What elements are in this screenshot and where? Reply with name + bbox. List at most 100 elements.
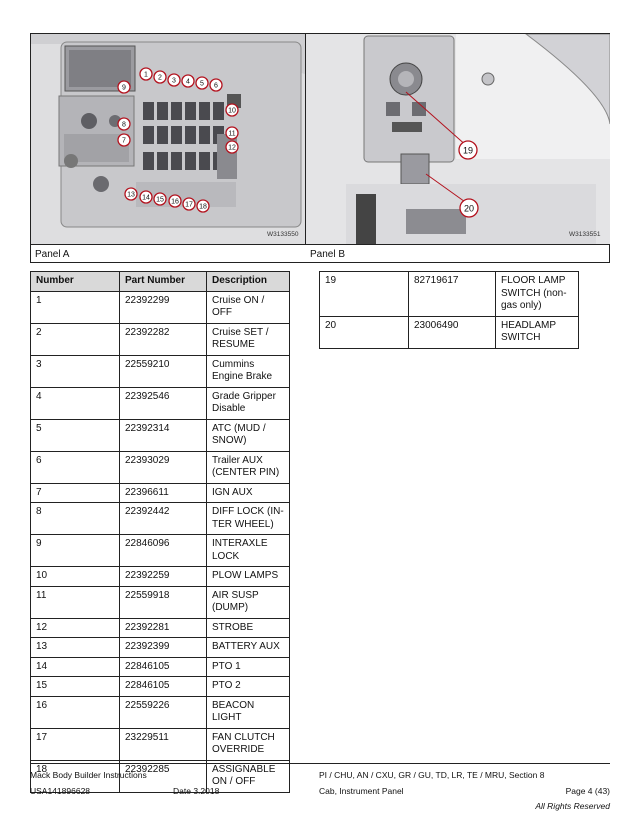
cell-description: HEADLAMP SWITCH xyxy=(495,315,579,349)
cell-part-number: 23229511 xyxy=(119,727,207,761)
footer-page: Page 4 (43) xyxy=(565,786,610,796)
cell-number: 12 xyxy=(30,617,120,638)
cell-part-number: 22846105 xyxy=(119,656,207,677)
cell-number: 9 xyxy=(30,534,120,567)
col-header-part-number: Part Number xyxy=(119,271,207,292)
cell-part-number: 22846096 xyxy=(119,534,207,567)
panel-b-illustration: 19 20 W3133551 xyxy=(306,34,610,244)
cell-number: 14 xyxy=(30,656,120,677)
cell-description: BEACON LIGHT xyxy=(206,695,290,729)
cell-description: ASSIGNABLE ON / OFF xyxy=(206,759,290,793)
cell-number: 5 xyxy=(30,418,120,452)
callout-7: 7 xyxy=(122,138,126,145)
cell-number: 18 xyxy=(30,759,120,793)
callout-4: 4 xyxy=(186,79,190,86)
cell-number: 8 xyxy=(30,502,120,535)
callout-6: 6 xyxy=(214,83,218,90)
cell-number: 20 xyxy=(319,315,409,349)
cell-part-number: 22392282 xyxy=(119,322,207,356)
callout-13: 13 xyxy=(127,192,135,199)
cell-description: BATTERY AUX xyxy=(206,637,290,658)
callout-19: 19 xyxy=(463,146,473,156)
figure-code-a: W3133550 xyxy=(267,231,299,238)
panel-a-illustration: 1 2 3 4 5 6 7 8 9 10 11 12 13 14 15 16 1… xyxy=(31,34,306,244)
cell-part-number: 23006490 xyxy=(408,315,496,349)
footer-doc-title: Mack Body Builder Instructions xyxy=(30,770,147,780)
callout-14: 14 xyxy=(142,195,150,202)
cell-description: PLOW LAMPS xyxy=(206,566,290,587)
cell-part-number: 22392442 xyxy=(119,502,207,535)
panel-b-caption: Panel B xyxy=(310,249,346,260)
cell-number: 17 xyxy=(30,727,120,761)
cell-description: PTO 1 xyxy=(206,656,290,677)
cell-description: Cruise SET / RESUME xyxy=(206,322,290,356)
callout-1: 1 xyxy=(144,72,148,79)
panel-caption-row: Panel A Panel B xyxy=(31,244,609,264)
callout-3: 3 xyxy=(172,78,176,85)
callout-12: 12 xyxy=(228,145,236,152)
cell-part-number: 22559226 xyxy=(119,695,207,729)
cell-description: IGN AUX xyxy=(206,482,290,503)
callout-9: 9 xyxy=(122,85,126,92)
cell-part-number: 22392299 xyxy=(119,290,207,324)
cell-description: PTO 2 xyxy=(206,676,290,697)
cell-description: STROBE xyxy=(206,617,290,638)
cell-part-number: 22392259 xyxy=(119,566,207,587)
footer-doc-id: USA141896628 xyxy=(30,786,91,796)
footer-rights: All Rights Reserved xyxy=(535,801,610,811)
cell-description: Cruise ON / OFF xyxy=(206,290,290,324)
cell-description: FLOOR LAMP SWITCH (non-gas only) xyxy=(495,271,579,317)
cell-part-number: 22392285 xyxy=(119,759,207,793)
cell-number: 19 xyxy=(319,271,409,317)
callout-11: 11 xyxy=(228,131,235,138)
cell-number: 7 xyxy=(30,482,120,503)
footer-line-3: All Rights Reserved xyxy=(30,801,610,813)
cell-description: Trailer AUX (CENTER PIN) xyxy=(206,450,290,484)
footer-line-1: Mack Body Builder Instructions PI / CHU,… xyxy=(30,770,610,782)
callout-20: 20 xyxy=(464,204,474,214)
cell-description: AIR SUSP (DUMP) xyxy=(206,585,290,619)
cell-number: 1 xyxy=(30,290,120,324)
figure-code-b: W3133551 xyxy=(569,231,601,238)
footer-rule xyxy=(30,763,610,764)
callout-17: 17 xyxy=(185,202,193,209)
cell-number: 2 xyxy=(30,322,120,356)
cell-description: FAN CLUTCH OVERRIDE xyxy=(206,727,290,761)
col-header-description: Description xyxy=(206,271,290,292)
cell-part-number: 22396611 xyxy=(119,482,207,503)
cell-number: 15 xyxy=(30,676,120,697)
footer-section: PI / CHU, AN / CXU, GR / GU, TD, LR, TE … xyxy=(319,770,545,780)
headlamp-switch-drawing: 19 20 xyxy=(306,34,610,244)
cell-description: ATC (MUD / SNOW) xyxy=(206,418,290,452)
footer-date: Date 3.2018 xyxy=(173,786,220,796)
footer-line-2: USA141896628 Date 3.2018 Cab, Instrument… xyxy=(30,786,610,798)
callout-10: 10 xyxy=(228,108,236,115)
cell-part-number: 82719617 xyxy=(408,271,496,317)
cell-description: DIFF LOCK (IN-TER WHEEL) xyxy=(206,502,290,535)
dashboard-switch-panel-drawing: 1 2 3 4 5 6 7 8 9 10 11 12 13 14 15 16 1… xyxy=(31,34,305,244)
callout-5: 5 xyxy=(200,81,204,88)
callout-18: 18 xyxy=(199,204,207,211)
callout-16: 16 xyxy=(171,199,179,206)
table-header-row: Number Part Number Description xyxy=(30,271,290,292)
cell-number: 4 xyxy=(30,386,120,420)
